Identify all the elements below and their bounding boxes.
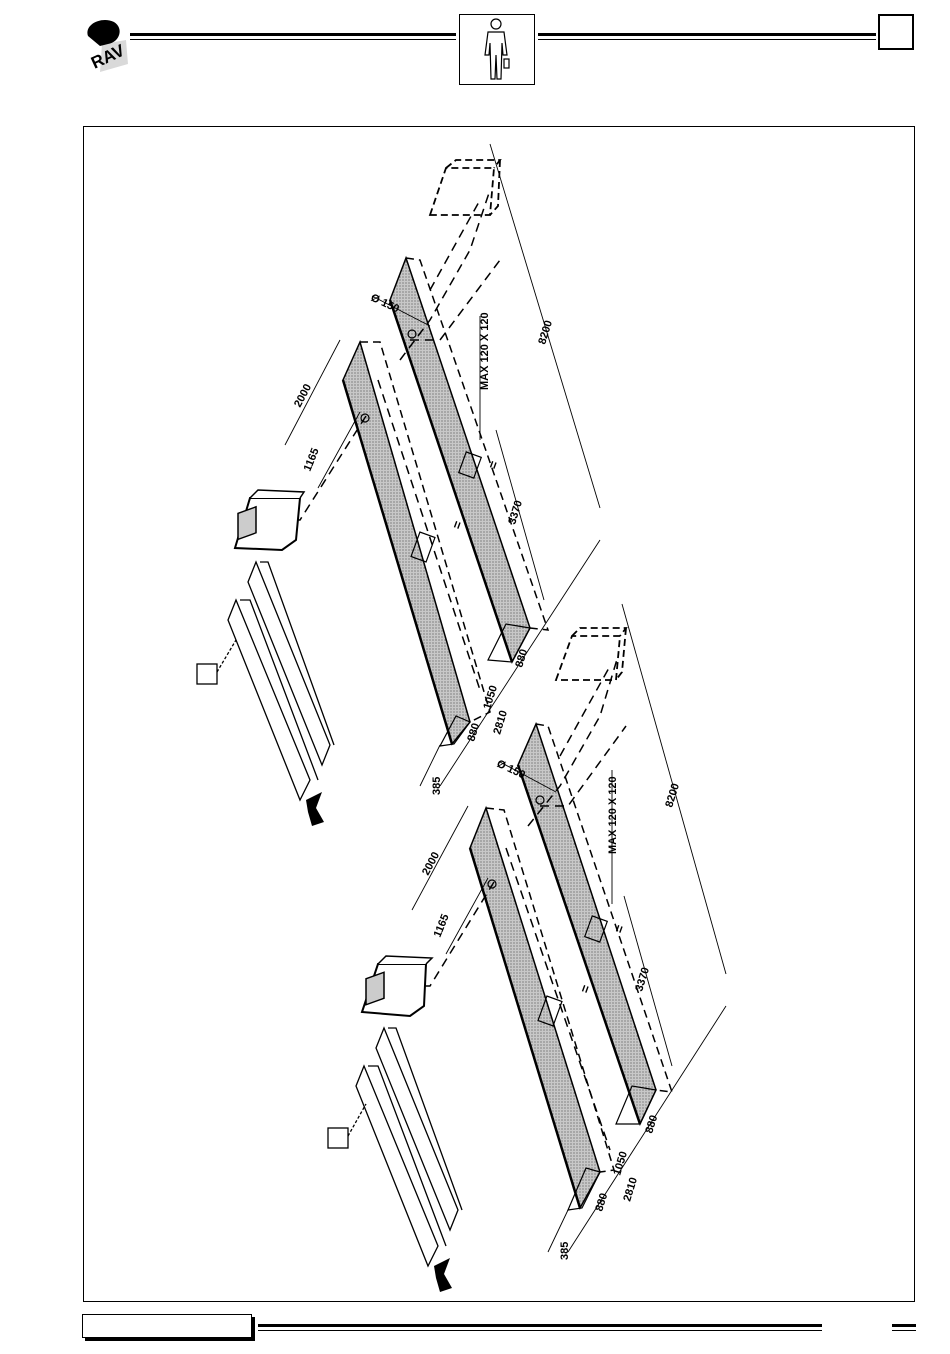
footer-label-box [82,1314,252,1338]
dim-channel-1: MAX 120 X 120 [479,312,491,390]
dim-8200-1: 8200 [536,319,555,346]
entry-arrow-2 [434,1258,452,1292]
dim-880a-2: 880 [643,1114,660,1135]
installation-1: 8200 3370 2810 1050 880 880 385 Ø 150 MA… [197,144,600,826]
dim-385-1: 385 [431,777,443,795]
installation-2: 8200 3370 2810 1050 880 880 385 Ø 150 MA… [328,604,726,1292]
control-console-1 [235,490,304,550]
control-console-2 [362,956,432,1016]
footer-rule-right-2 [892,1330,916,1331]
dim-channel-2: MAX 120 X 120 [607,776,619,854]
footer-rule-2 [258,1330,822,1331]
dim-8200-2: 8200 [663,782,682,809]
runway-1a [343,342,490,746]
dim-3370-2: 3370 [633,966,652,993]
dim-385-2: 385 [559,1242,571,1260]
dashed-routing-1 [292,190,500,690]
dim-1050-2: 1050 [611,1150,630,1177]
equal-mark-1a: = [485,458,502,471]
entry-arrow-1 [306,792,324,826]
equal-mark-2b: = [577,982,594,995]
overview-sketch-1 [197,562,334,800]
control-unit-2-outline [556,628,626,680]
dim-2000-2: 2000 [420,850,442,877]
dim-2810-1: 2810 [491,709,510,736]
dim-880b-2: 880 [593,1192,610,1213]
dim-1165-1: 1165 [302,446,322,473]
footer-rule-right [892,1324,916,1327]
dim-1165-2: 1165 [432,912,452,939]
equal-mark-2a: = [611,922,628,935]
overview-sketch-2 [328,1028,462,1266]
dim-2810-2: 2810 [621,1176,640,1203]
control-unit-1-outline [430,160,500,215]
footer-rule [258,1324,822,1327]
